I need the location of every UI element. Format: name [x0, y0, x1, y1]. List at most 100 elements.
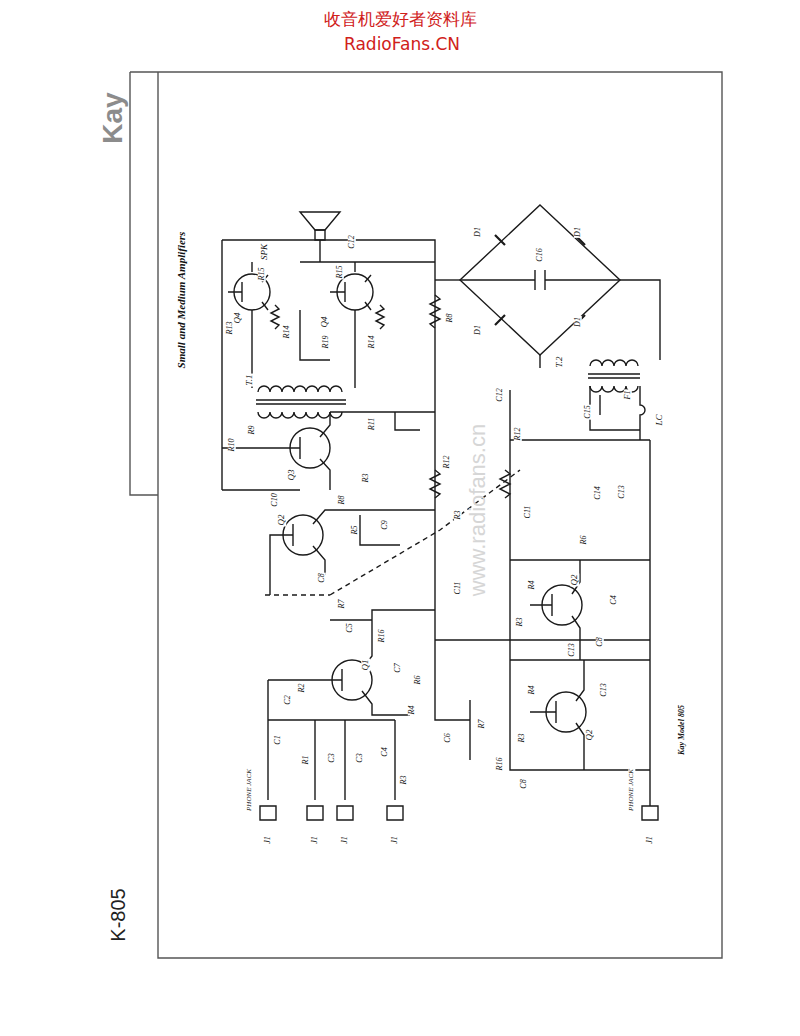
wire [510, 390, 650, 806]
wire [268, 680, 395, 800]
wire [270, 510, 435, 595]
part-label: C10 [271, 492, 279, 507]
part-label: R7 [478, 719, 486, 730]
part-label: R3 [454, 510, 462, 521]
part-label: C8 [596, 636, 604, 647]
part-label: F1 [624, 390, 632, 401]
part-label: J1 [391, 835, 399, 845]
wire [435, 640, 650, 760]
diagram-caption: Kay Model 805 [678, 704, 686, 756]
part-label: Q2 [570, 574, 579, 587]
speaker-symbol [315, 230, 325, 240]
part-label: R1 [302, 755, 310, 766]
part-label: C4 [610, 594, 618, 605]
part-label: C8 [520, 778, 528, 789]
part-label: C8 [318, 572, 326, 583]
part-label: R15 [336, 265, 344, 280]
part-label: C13 [618, 484, 626, 499]
part-label: C13 [568, 642, 576, 657]
wire [222, 412, 435, 490]
jack-symbol [260, 806, 658, 820]
site-header: RadioFans.CN [343, 36, 461, 54]
part-label: C14 [594, 485, 602, 500]
part-label: R14 [283, 325, 291, 340]
part-label: J1 [646, 835, 654, 845]
part-label: R7 [338, 599, 346, 610]
part-label: R16 [378, 629, 386, 644]
part-label: R14 [368, 335, 376, 350]
part-label: R13 [226, 321, 234, 336]
part-label: J1 [311, 835, 319, 845]
part-label: C2 [284, 694, 292, 705]
part-label: R6 [580, 535, 588, 546]
wire [252, 310, 355, 388]
part-label: Q3 [287, 469, 296, 482]
part-label: Q4 [233, 312, 242, 325]
part-label: R5 [351, 525, 359, 536]
part-label: C7 [394, 662, 402, 673]
part-label: R3 [362, 473, 370, 484]
part-label: Q1 [361, 659, 370, 672]
part-label: C3 [328, 752, 336, 763]
part-label: C12 [496, 387, 504, 402]
part-label: R19 [322, 335, 330, 350]
part-label: R8 [338, 495, 346, 506]
wire [265, 594, 330, 595]
part-label: C16 [536, 247, 544, 262]
transistor-symbol [530, 560, 584, 770]
wire [540, 280, 660, 368]
part-label: R4 [528, 685, 536, 696]
part-label: C1 [274, 734, 282, 745]
part-label: C3 [356, 752, 364, 763]
part-label: R12 [443, 455, 451, 470]
part-label: R12 [514, 427, 522, 442]
page-tab-label: Kay [98, 91, 127, 144]
wire [268, 610, 435, 715]
ganged-control [330, 470, 520, 595]
wire [435, 279, 460, 280]
part-label: R3 [518, 733, 526, 744]
wire [222, 240, 435, 640]
part-label: R16 [496, 757, 504, 772]
part-label: R3 [516, 617, 524, 628]
speaker-symbol [300, 212, 340, 230]
part-label: R6 [414, 675, 422, 686]
part-label: C9 [381, 519, 389, 530]
part-label: C11 [524, 505, 532, 520]
capacitor-symbol [460, 270, 620, 290]
part-label: R3 [400, 775, 408, 786]
part-label: J1 [264, 835, 272, 845]
page-tab-label: K-805 [108, 887, 129, 942]
part-label: R15 [258, 267, 266, 282]
part-label: R4 [408, 705, 416, 716]
part-label: C12 [348, 234, 356, 249]
part-label: C6 [444, 732, 452, 743]
part-label: Q2 [585, 729, 594, 742]
part-label: R11 [368, 417, 376, 431]
part-label: D1 [574, 226, 582, 238]
part-label: J1 [341, 835, 349, 845]
part-label: C4 [381, 746, 389, 757]
part-label: C5 [346, 622, 354, 633]
part-label: Q2 [277, 514, 286, 527]
part-label: R4 [528, 580, 536, 591]
part-label: R8 [446, 313, 454, 324]
part-label: D1 [474, 226, 482, 238]
part-label: C11 [454, 581, 462, 596]
transistor-symbol [228, 275, 371, 310]
part-label: T.2 [555, 355, 564, 368]
site-header: 收音机爱好者资料库 [323, 11, 478, 29]
part-label: LC [655, 413, 664, 426]
part-label: C13 [600, 682, 608, 697]
part-label: C15 [584, 404, 592, 419]
part-label: PHONE JACK [628, 768, 635, 812]
diagram-title: Small and Medium Amplifiers [176, 231, 188, 370]
part-label: D1 [474, 324, 482, 336]
transformer-core [256, 400, 346, 404]
part-label: SPK [260, 243, 269, 261]
part-label: R9 [248, 425, 256, 436]
wire [590, 386, 645, 440]
part-label: R2 [298, 683, 306, 694]
